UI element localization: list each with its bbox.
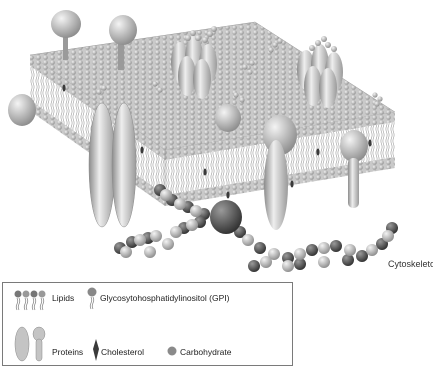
legend-lipids-label: Lipids <box>52 293 74 303</box>
legend-proteins-label: Proteins <box>52 347 83 357</box>
peripheral-protein-left <box>8 94 36 126</box>
proteins-legend-icon <box>13 325 49 363</box>
legend: Lipids Glycosytohosphatidylinositol (GPI… <box>2 282 293 366</box>
cytoskeleton-anchor-protein <box>210 200 242 234</box>
legend-carbohydrate-label: Carbohydrate <box>180 347 232 357</box>
carbohydrate-legend-icon <box>166 345 178 357</box>
cholesterol-legend-icon <box>91 339 101 361</box>
gpi-legend-icon <box>85 287 99 317</box>
legend-cholesterol-label: Cholesterol <box>101 347 144 357</box>
embedded-protein-small <box>215 104 241 132</box>
lipids-legend-icon <box>13 289 49 319</box>
legend-gpi-label: Glycosytohosphatidylinositol (GPI) <box>100 293 229 303</box>
cytoskeleton-label: Cytoskeleto <box>388 259 433 269</box>
